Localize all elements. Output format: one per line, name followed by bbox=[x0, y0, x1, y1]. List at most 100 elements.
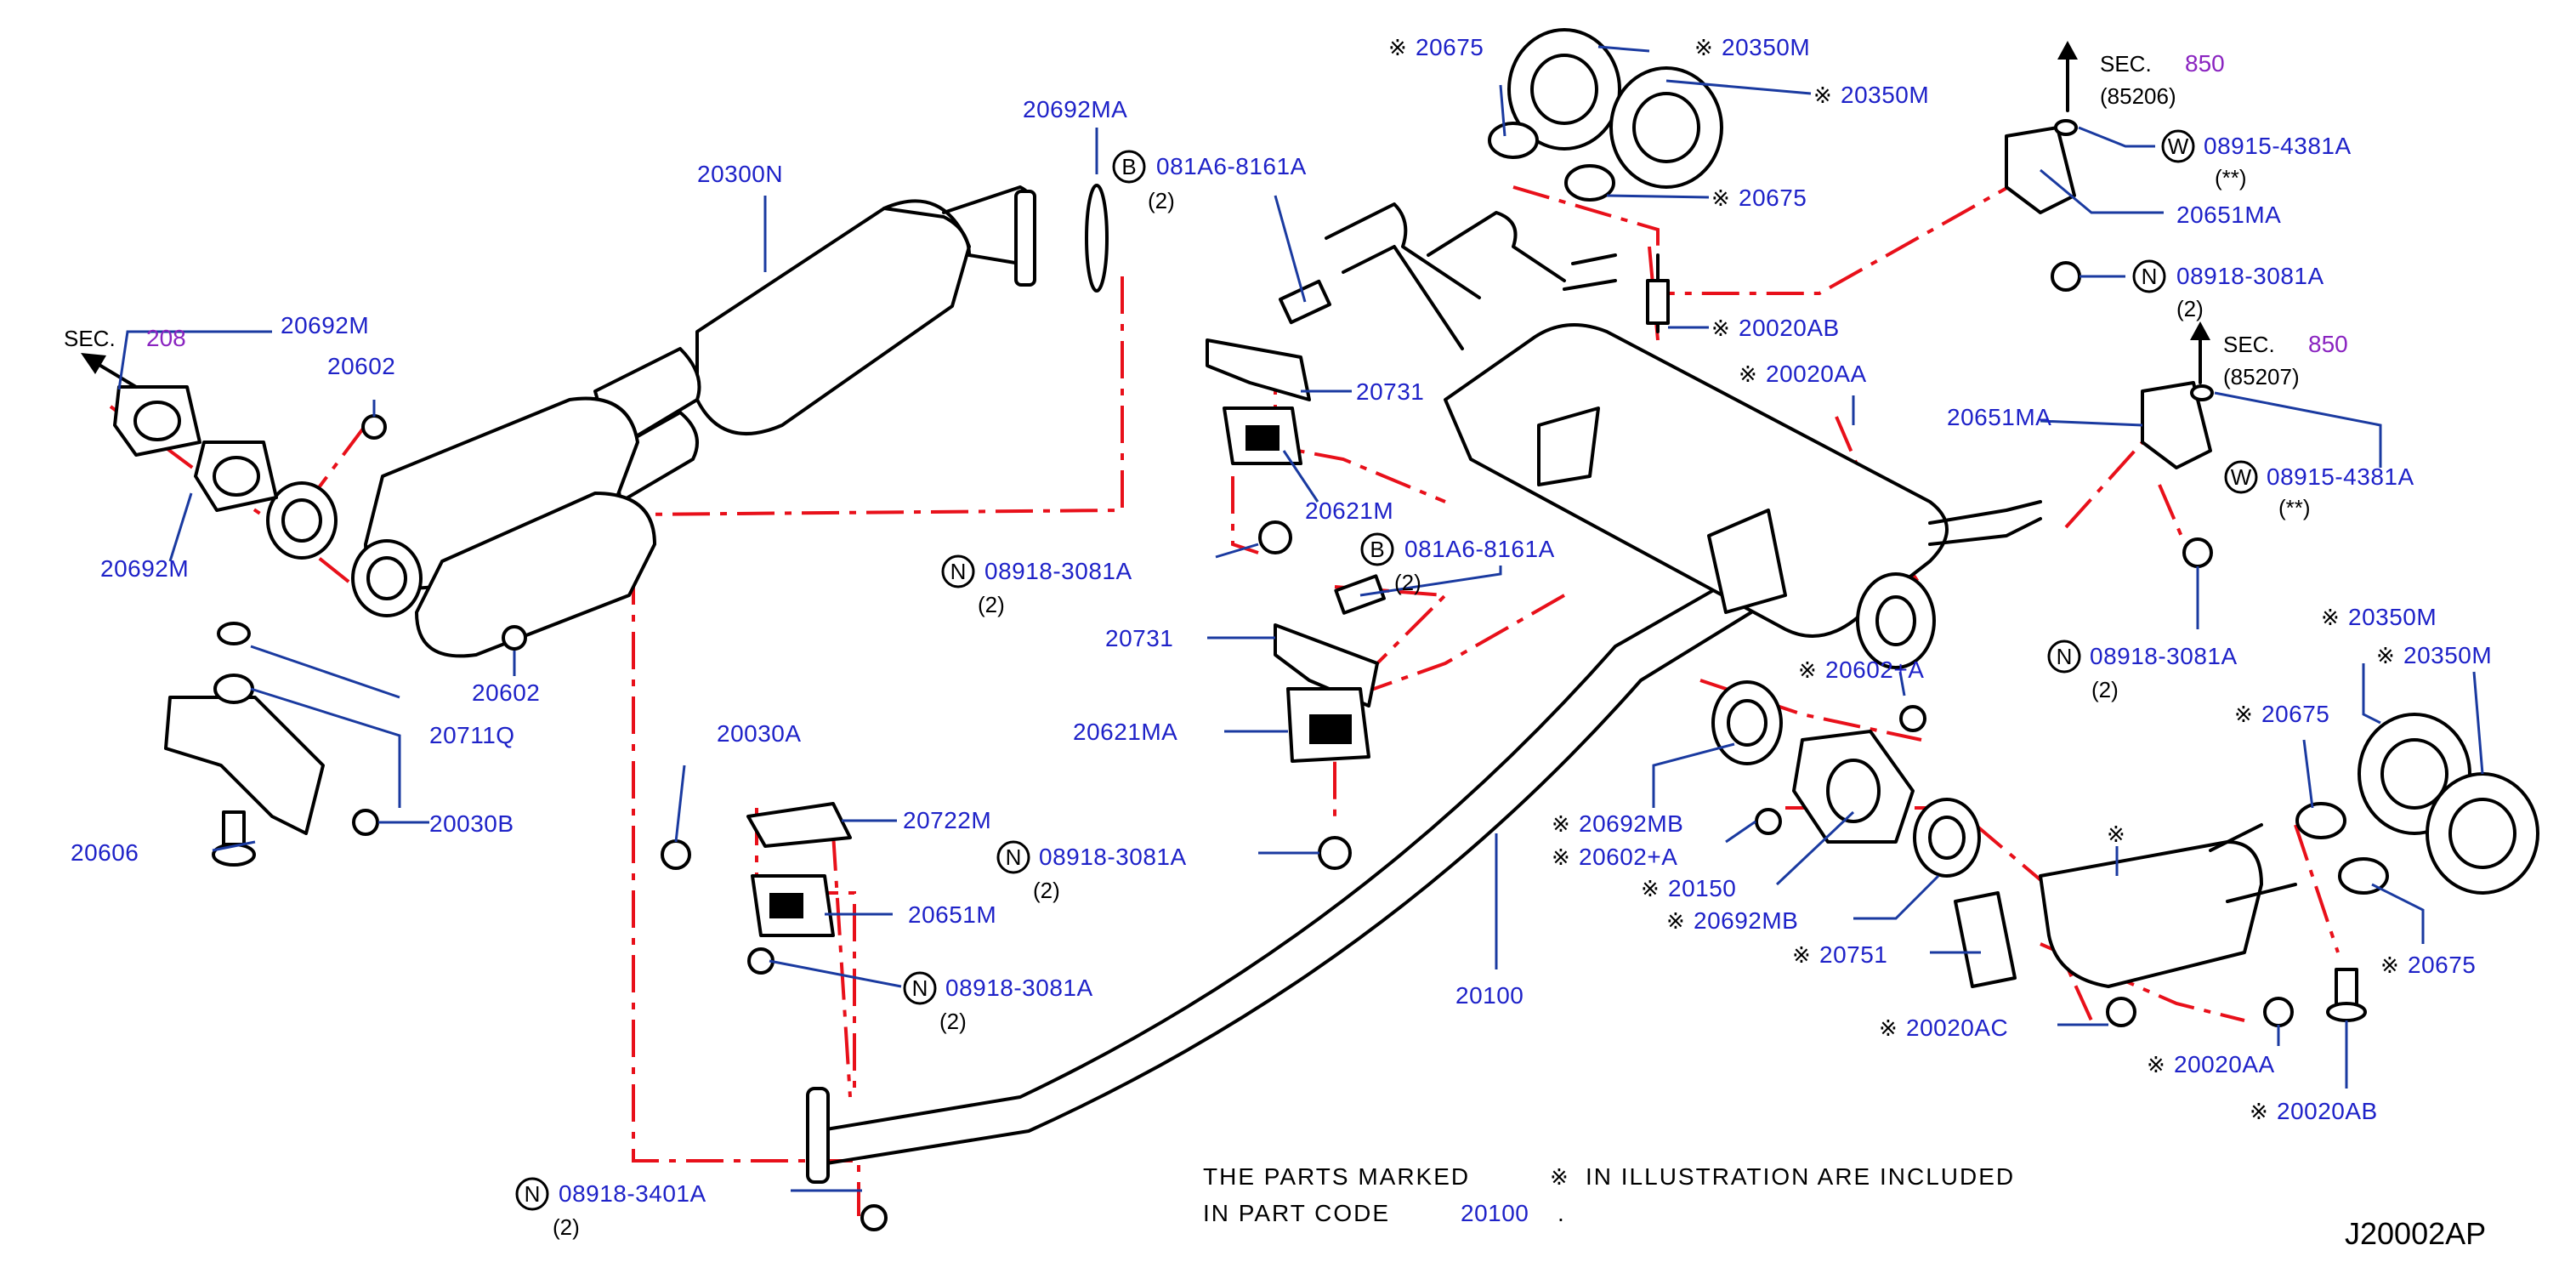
flange-20150 bbox=[1792, 730, 1915, 844]
mark-20350M-top1: ※ bbox=[1694, 36, 1713, 61]
sec-top-right-label: SEC. bbox=[2100, 51, 2152, 77]
arrow-sec-mid-right bbox=[2190, 321, 2210, 384]
symbol-b: B bbox=[1370, 537, 1384, 562]
symbol-n: N bbox=[525, 1181, 541, 1207]
sec-mid-right-label: SEC. bbox=[2223, 332, 2275, 357]
callout-b-081A6-mid: B 081A6-8161A (2) bbox=[1360, 532, 1555, 595]
label-20692MA: 20692MA bbox=[1023, 96, 1127, 122]
label-08918-mr: 08918-3081A bbox=[2090, 643, 2238, 669]
label-08918-3401A: 08918-3401A bbox=[559, 1180, 706, 1207]
mark-20350M-br1: ※ bbox=[2321, 605, 2340, 631]
section-ref-left: SEC. 208 bbox=[64, 325, 186, 351]
bracket-20651MA-top bbox=[2005, 119, 2081, 292]
front-pipe-20100 bbox=[806, 577, 1753, 1231]
label-20020AA-bottom: 20020AA bbox=[2174, 1051, 2275, 1077]
label-20100: 20100 bbox=[1455, 982, 1523, 1009]
sec-top-right-sub: (85206) bbox=[2100, 83, 2176, 109]
label-20350M-br2: 20350M bbox=[2403, 642, 2492, 668]
mark-20020AC: ※ bbox=[1879, 1016, 1898, 1042]
label-08918-tr-qty: (2) bbox=[2176, 296, 2204, 321]
label-08918-left: 08918-3081A bbox=[984, 558, 1132, 584]
mark-20020AA-bottom: ※ bbox=[2147, 1053, 2165, 1078]
mark-20675-top2: ※ bbox=[1711, 186, 1730, 212]
label-20651M: 20651M bbox=[908, 901, 996, 928]
symbol-n: N bbox=[950, 559, 967, 584]
label-20731-top: 20731 bbox=[1356, 378, 1424, 405]
label-20751: 20751 bbox=[1819, 941, 1887, 968]
mark-20692MB-top: ※ bbox=[1552, 812, 1570, 838]
mark-20020AB-top: ※ bbox=[1711, 316, 1730, 342]
section-ref-mid-right: SEC. 850 (85207) bbox=[2223, 331, 2348, 389]
label-08918-mid-qty: (2) bbox=[1033, 878, 1060, 903]
label-08918-mr-qty: (2) bbox=[2091, 677, 2119, 702]
leader-lines bbox=[117, 45, 2484, 1192]
label-08918-left-qty: (2) bbox=[978, 592, 1005, 617]
nut-20602A-bottom bbox=[1755, 808, 1782, 835]
label-081A6-top-qty: (2) bbox=[1148, 188, 1175, 213]
mark-20350M-br2: ※ bbox=[2376, 644, 2395, 669]
callout-n-08918-mr: N 08918-3081A (2) bbox=[2047, 640, 2238, 702]
label-20020AC: 20020AC bbox=[1906, 1015, 2008, 1041]
mark-20675-br1: ※ bbox=[2234, 702, 2253, 728]
catalyst-assembly-20300N bbox=[266, 185, 1036, 658]
mark-20751: ※ bbox=[1792, 943, 1811, 969]
mark-20350M-top2: ※ bbox=[1813, 83, 1832, 109]
symbol-b: B bbox=[1121, 154, 1136, 179]
label-20030A: 20030A bbox=[717, 720, 802, 747]
part-drawings bbox=[81, 28, 2539, 1231]
label-20602-top: 20602 bbox=[327, 353, 395, 379]
bracket-20651MA-mid bbox=[2141, 381, 2214, 568]
label-20621MA: 20621MA bbox=[1073, 719, 1177, 745]
label-08915-top: 08915-4381A bbox=[2204, 133, 2352, 159]
label-20711Q: 20711Q bbox=[429, 722, 515, 748]
label-20602-bottom: 20602 bbox=[472, 679, 540, 706]
label-20692MB-top: 20692MB bbox=[1579, 810, 1683, 837]
mark-20020AB-bottom: ※ bbox=[2250, 1100, 2268, 1125]
arrow-sec-left bbox=[81, 353, 138, 389]
gasket-20692M-top bbox=[113, 385, 201, 457]
label-081A6-mid: 081A6-8161A bbox=[1404, 536, 1555, 562]
note-line2-post: . bbox=[1558, 1200, 1566, 1226]
label-08915-top-qty: (**) bbox=[2215, 165, 2247, 190]
sec-top-right-number: 850 bbox=[2185, 50, 2225, 77]
symbol-n: N bbox=[2142, 264, 2158, 289]
label-20675-br2: 20675 bbox=[2408, 952, 2476, 978]
label-08918-mid: 08918-3081A bbox=[1039, 844, 1187, 870]
callout-n-08918-3401A: N 08918-3401A (2) bbox=[515, 1177, 706, 1240]
gasket-20692M-bottom bbox=[194, 441, 278, 512]
bracket-20711Q bbox=[164, 622, 379, 867]
mark-20692MB-bottom: ※ bbox=[1666, 909, 1685, 935]
note-line1-pre: THE PARTS MARKED bbox=[1203, 1163, 1470, 1190]
callout-n-08918-low: N 08918-3081A (2) bbox=[903, 971, 1092, 1034]
label-20150: 20150 bbox=[1668, 875, 1736, 901]
tailpipe-finishers-bottom bbox=[2295, 713, 2539, 1022]
mark-20602A-top: ※ bbox=[1798, 658, 1817, 684]
symbol-n: N bbox=[2057, 644, 2073, 669]
symbol-n: N bbox=[1006, 844, 1022, 870]
sec-mid-right-number: 850 bbox=[2308, 331, 2348, 357]
mark-20675-br2: ※ bbox=[2380, 953, 2399, 979]
label-20602A-top: 20602+A bbox=[1825, 657, 1924, 683]
label-20020AB-top: 20020AB bbox=[1739, 315, 1840, 341]
callout-n-08918-tr: N 08918-3081A (2) bbox=[2132, 259, 2324, 321]
nut-20602A-top bbox=[1899, 705, 1926, 732]
label-08915-mid: 08915-4381A bbox=[2267, 463, 2414, 490]
label-081A6-mid-qty: (2) bbox=[1394, 570, 1421, 595]
callout-n-08918-left: N 08918-3081A (2) bbox=[941, 554, 1132, 617]
nut-20602-top bbox=[361, 414, 387, 440]
hanger-20731-mid bbox=[1274, 574, 1386, 870]
note-part-code: 20100 bbox=[1461, 1200, 1529, 1226]
note-line1-post: IN ILLUSTRATION ARE INCLUDED bbox=[1586, 1163, 2015, 1190]
mark-tailpipe: ※ bbox=[2107, 822, 2125, 848]
mark-20675-top1: ※ bbox=[1388, 36, 1407, 61]
gasket-20692MB-top bbox=[1711, 680, 1783, 765]
label-20350M-top2: 20350M bbox=[1841, 82, 1929, 108]
sec-mid-right-sub: (85207) bbox=[2223, 364, 2300, 389]
label-20692M-bottom: 20692M bbox=[100, 555, 189, 582]
callout-b-081A6-top: B 081A6-8161A (2) bbox=[1112, 150, 1306, 213]
label-20020AA-top: 20020AA bbox=[1766, 361, 1867, 387]
gasket-20692MB-bottom bbox=[1913, 798, 1981, 878]
diagram-code: J20002AP bbox=[2345, 1216, 2486, 1251]
symbol-w: W bbox=[2231, 464, 2252, 490]
